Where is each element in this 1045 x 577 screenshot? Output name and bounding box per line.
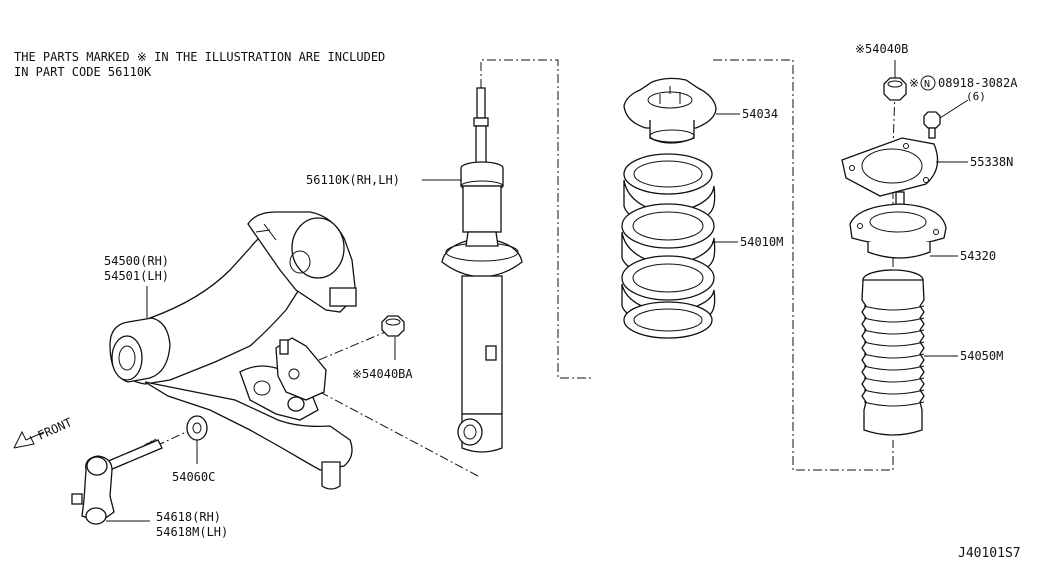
note-line-1: THE PARTS MARKED ※ IN THE ILLUSTRATION A… (14, 50, 385, 64)
label-55338n: 55338N (970, 155, 1013, 169)
label-54501: 54501(LH) (104, 269, 169, 283)
washer-54060c (186, 415, 208, 441)
lower-control-arm (109, 211, 357, 490)
coil-spring (621, 153, 716, 339)
label-54040ba: ※54040BA (352, 367, 413, 381)
nut-54040ba (381, 315, 405, 337)
bolt-08918 (923, 111, 941, 139)
label-54618m: 54618M(LH) (156, 525, 228, 539)
note-line-2: IN PART CODE 56110K (14, 65, 152, 79)
label-54050m: 54050M (960, 349, 1003, 363)
upper-spring-seat (623, 77, 717, 144)
shock-absorber (441, 87, 523, 453)
diagram-code: J40101S7 (958, 546, 1021, 561)
label-08918-qty: (6) (966, 90, 986, 103)
label-08918: 08918-3082A (938, 76, 1018, 90)
front-arrow-icon (13, 430, 45, 449)
label-54618: 54618(RH) (156, 510, 221, 524)
label-54034: 54034 (742, 107, 778, 121)
n-circle-icon (920, 75, 936, 91)
label-54500: 54500(RH) (104, 254, 169, 268)
label-54040b: ※54040B (855, 42, 908, 56)
label-08918-n: N (924, 79, 930, 90)
label-08918-mark: ※ (909, 76, 919, 90)
nut-54040b (883, 77, 907, 101)
label-54060c: 54060C (172, 470, 215, 484)
stabilizer-link (71, 438, 163, 525)
mounting-insulator (849, 191, 947, 259)
label-54010m: 54010M (740, 235, 783, 249)
label-front: FRONT (36, 415, 75, 442)
label-54320: 54320 (960, 249, 996, 263)
insulator-plate (841, 137, 939, 197)
dust-boot (861, 269, 925, 436)
label-56110k: 56110K(RH,LH) (306, 173, 400, 187)
